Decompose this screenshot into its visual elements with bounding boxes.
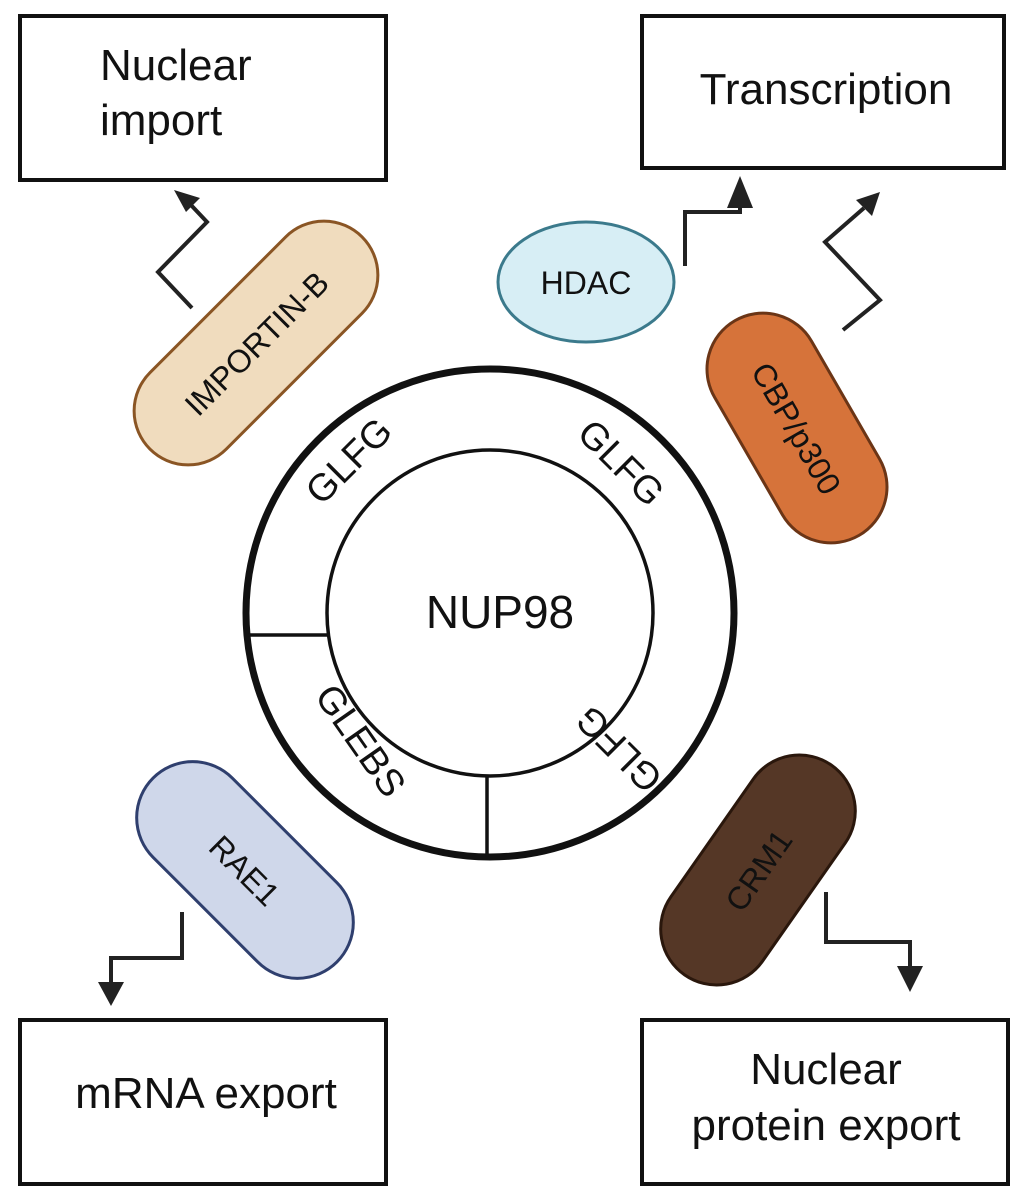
function-label-line: Nuclear (750, 1045, 902, 1094)
function-box-transcription: Transcription (640, 14, 1006, 170)
arrow-crm1-to-nuclear-protein-export (824, 892, 923, 992)
rae1-shape (135, 760, 355, 980)
partner-cbp-p300: CBP/p300 (705, 311, 889, 545)
function-label-line: Nuclear (100, 41, 252, 90)
crm1-shape (659, 753, 857, 987)
arrow-rae1-to-mrna-export (98, 912, 184, 1006)
function-box-mrna-export: mRNA export (18, 1018, 388, 1186)
inner-ring (325, 448, 655, 778)
arrow-hdac-to-transcription (683, 176, 753, 266)
hdac-label: HDAC (541, 265, 632, 301)
hdac-shape (496, 220, 676, 344)
partner-rae1: RAE1 (135, 760, 355, 980)
nup98-label: NUP98 (426, 586, 574, 638)
importin-b-shape (132, 219, 380, 467)
function-label-line: Transcription (700, 65, 953, 114)
function-box-nuclear-import: Nuclear import (18, 14, 388, 182)
nup98-protein: NUP98 GLFG GLFG GLFG GLEBS (242, 365, 738, 861)
function-label-line: import (100, 96, 222, 145)
function-label-line: mRNA export (75, 1069, 337, 1118)
partner-hdac: HDAC (496, 220, 676, 344)
function-box-nuclear-protein-export: Nuclear protein export (640, 1018, 1010, 1186)
arrow-cbp-to-transcription (822, 192, 883, 332)
arrow-importin-to-nuclear-import (155, 190, 210, 310)
function-label-line: protein export (691, 1101, 960, 1150)
partner-crm1: CRM1 (659, 753, 857, 987)
cbp-p300-shape (705, 311, 889, 545)
